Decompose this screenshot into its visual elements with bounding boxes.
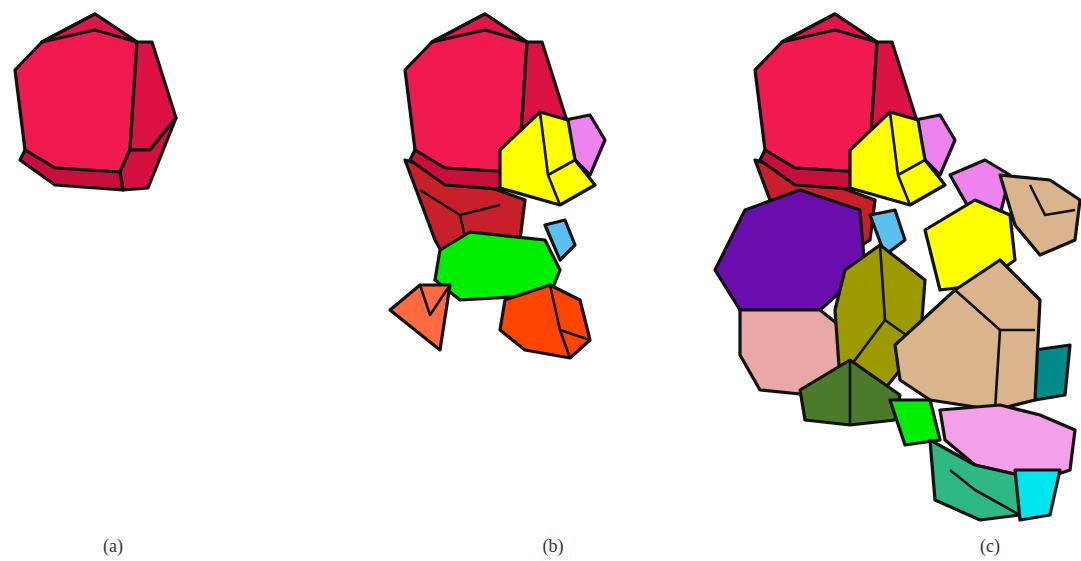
panel-label: (a): [103, 536, 123, 557]
panel-label: (b): [543, 536, 564, 557]
panel-label: (c): [980, 536, 1000, 557]
